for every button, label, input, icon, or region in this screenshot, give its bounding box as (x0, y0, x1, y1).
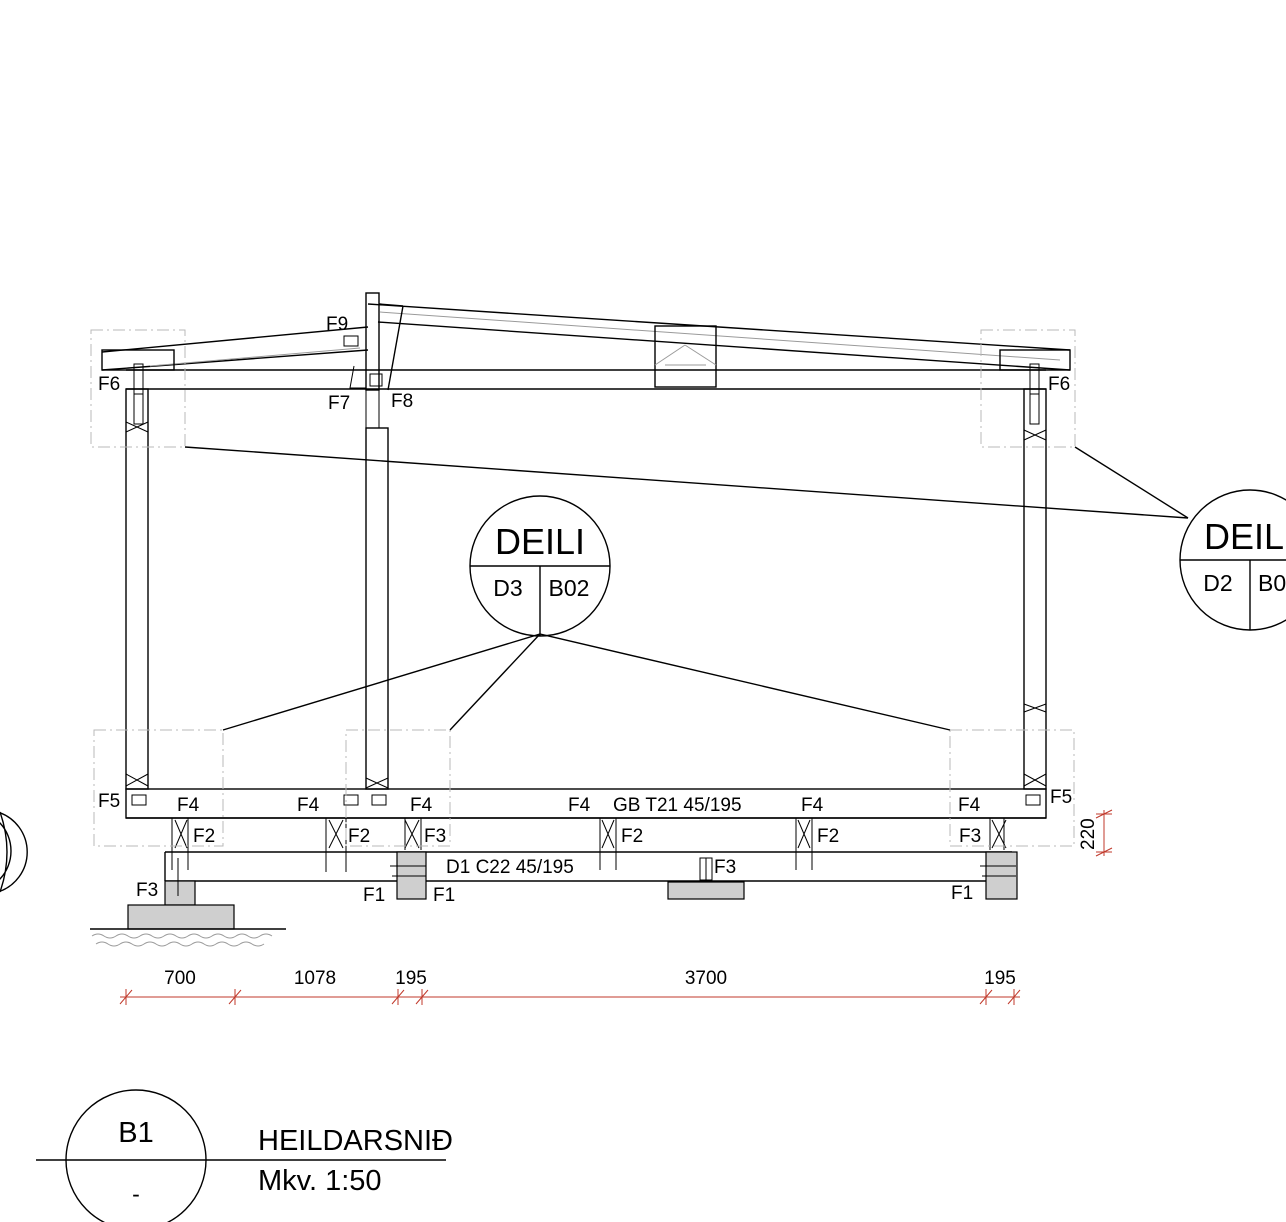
label-f4: F4 (958, 795, 981, 816)
detail-callout-d3[interactable]: DEILI D3 B02 (469, 495, 611, 637)
label-f3: F3 (714, 857, 736, 878)
beam-label: D1 C22 45/195 (446, 857, 574, 878)
dim-195: 195 (395, 968, 427, 989)
label-f4: F4 (801, 795, 824, 816)
label-f8: F8 (391, 391, 413, 412)
label-f5: F5 (98, 791, 120, 812)
label-f6: F6 (98, 374, 120, 395)
label-f4: F4 (568, 795, 591, 816)
callout-title: DEILI (1204, 516, 1286, 557)
label-f4: F4 (297, 795, 320, 816)
dim-1078: 1078 (294, 968, 336, 989)
callout-detail: D2 (1203, 570, 1232, 596)
roof-structure (101, 292, 1071, 429)
label-f3: F3 (959, 826, 981, 847)
label-f3: F3 (424, 826, 446, 847)
wall-posts (125, 335, 1047, 790)
label-f1: F1 (433, 885, 455, 906)
callout-sheet: B02 (549, 575, 590, 601)
fixing-labels: F9 F6 F6 F7 F8 F5 F5 F4 F4 F4 F4 F4 F4 F… (98, 314, 1072, 906)
label-f7: F7 (328, 393, 350, 414)
dim-700: 700 (164, 968, 196, 989)
section-cut-marker-arc (0, 811, 12, 893)
label-f2: F2 (621, 826, 643, 847)
section-title: HEILDARSNIÐ (258, 1125, 453, 1157)
label-f3: F3 (136, 880, 158, 901)
detail-boxes (90, 329, 1076, 847)
label-f1: F1 (951, 883, 973, 904)
label-f4: F4 (410, 795, 433, 816)
dim-220: 220 (1078, 818, 1099, 850)
dim-3700: 3700 (685, 968, 727, 989)
label-f1: F1 (363, 885, 385, 906)
label-f2: F2 (817, 826, 839, 847)
callout-detail: D3 (493, 575, 522, 601)
detail-callout-d2[interactable]: DEILI D2 B02 (1179, 489, 1286, 631)
dimension-line: 700 1078 195 3700 195 (119, 968, 1021, 1005)
section-scale: Mkv. 1:50 (258, 1165, 382, 1197)
callout-leaders (184, 446, 1189, 731)
section-sheet: - (132, 1181, 140, 1207)
label-f5: F5 (1050, 787, 1072, 808)
callout-title: DEILI (495, 521, 585, 562)
section-cut-marker (0, 812, 28, 892)
label-f2: F2 (348, 826, 370, 847)
foundations (90, 851, 1018, 947)
label-f9: F9 (326, 314, 348, 335)
section-marker: B1 - HEILDARSNIÐ Mkv. 1:50 (36, 1089, 453, 1222)
callout-sheet: B02 (1258, 570, 1286, 596)
label-f4: F4 (177, 795, 200, 816)
joist-label: GB T21 45/195 (613, 795, 742, 816)
deck-structure (125, 788, 1047, 892)
dim-195: 195 (984, 968, 1016, 989)
label-f2: F2 (193, 826, 215, 847)
section-id: B1 (118, 1117, 153, 1149)
label-f6: F6 (1048, 374, 1070, 395)
height-dimension: 220 (1078, 809, 1113, 857)
